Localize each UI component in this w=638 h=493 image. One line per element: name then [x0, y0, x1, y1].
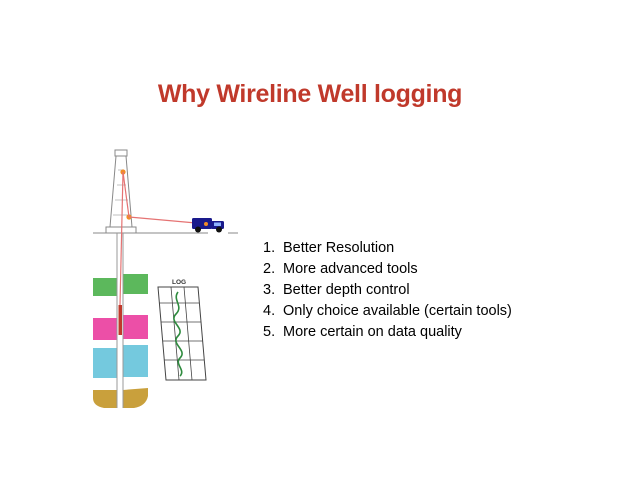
blue-layer-right [123, 345, 148, 377]
reasons-list: 1. Better Resolution 2. More advanced tool… [263, 238, 512, 343]
slide-title: Why Wireline Well logging [157, 80, 463, 108]
logging-tool [118, 305, 122, 335]
log-chart-icon: LOG [157, 279, 207, 381]
wireline-cable [119, 171, 197, 306]
pink-layer-right [123, 315, 148, 339]
blue-layer-left [93, 348, 117, 378]
logging-truck-icon [192, 218, 224, 233]
yellow-layer-left [93, 390, 117, 408]
pink-layer-left [93, 318, 117, 340]
list-item-number: 1. [263, 240, 276, 256]
list-item-number: 3. [263, 282, 276, 298]
list-item: 2. More advanced tools [263, 259, 512, 280]
list-item: 5. More certain on data quality [263, 322, 512, 343]
wireline-diagram: LOG [93, 149, 238, 408]
list-item-text: Better Resolution [283, 240, 395, 256]
list-item-text: More certain on data quality [283, 324, 462, 340]
yellow-layer-right [123, 388, 148, 408]
green-layer-right [123, 274, 148, 294]
log-label: LOG [172, 279, 186, 286]
log-curve [173, 291, 183, 377]
list-item-number: 2. [263, 261, 276, 277]
list-item-text: Only choice available (certain tools) [283, 303, 512, 319]
list-item-text: More advanced tools [283, 261, 418, 277]
list-item: 1. Better Resolution [263, 238, 512, 259]
list-item-number: 5. [263, 324, 276, 340]
list-item: 4. Only choice available (certain tools) [263, 301, 512, 322]
derrick-icon [105, 149, 137, 234]
list-item: 3. Better depth control [263, 280, 512, 301]
list-item-text: Better depth control [283, 282, 410, 298]
green-layer-left [93, 278, 117, 296]
list-item-number: 4. [263, 303, 276, 319]
